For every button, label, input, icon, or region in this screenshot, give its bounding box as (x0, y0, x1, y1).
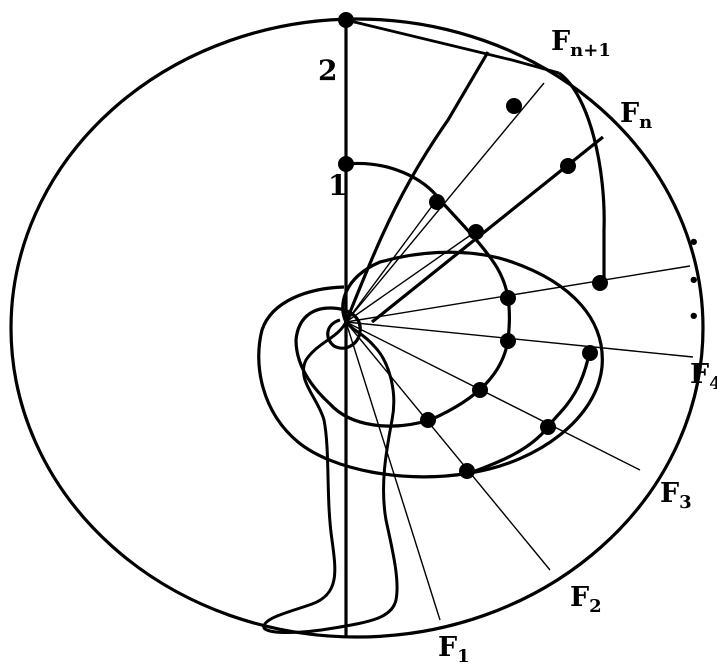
label-F-n: Fn (620, 98, 652, 133)
radial-line (345, 321, 551, 571)
dot (592, 275, 608, 291)
label-F-1: F1 (438, 632, 470, 666)
label-point-1: 1 (328, 169, 347, 202)
label-F-2: F2 (570, 582, 602, 617)
top-tangent-line (345, 18, 560, 75)
radial-line (345, 201, 436, 323)
dot (420, 412, 436, 428)
label-F-n-plus-1: Fn+1 (551, 26, 611, 61)
radial-line (345, 321, 441, 621)
radial-lines (345, 82, 694, 621)
dot (472, 382, 488, 398)
label-F-3: F3 (660, 478, 692, 513)
dot (500, 290, 516, 306)
radial-line (345, 231, 476, 323)
dot (540, 419, 556, 435)
radial-line (345, 265, 691, 323)
dot (468, 224, 484, 240)
ellipsis-dot: • (688, 232, 700, 253)
radial-line (345, 321, 694, 358)
dot (506, 98, 522, 114)
dot-point-1 (338, 156, 354, 172)
label-point-2: 2 (318, 54, 337, 87)
dot (582, 345, 598, 361)
rising-curve (344, 51, 490, 323)
dot (560, 158, 576, 174)
outer-circle (9, 17, 705, 639)
dot (459, 463, 475, 479)
ellipsis-dot: • (688, 270, 700, 291)
marker-dots (338, 12, 608, 479)
inner-rising-curve (343, 168, 440, 322)
figure-outline (262, 321, 399, 634)
dot (500, 333, 516, 349)
radial-line (345, 82, 545, 323)
dot (429, 194, 445, 210)
outer-spiral (257, 250, 604, 479)
label-F-4: F4 (690, 359, 717, 394)
radial-line (345, 321, 641, 471)
dot-point-2 (338, 12, 354, 28)
ellipsis-dot: • (688, 306, 700, 327)
